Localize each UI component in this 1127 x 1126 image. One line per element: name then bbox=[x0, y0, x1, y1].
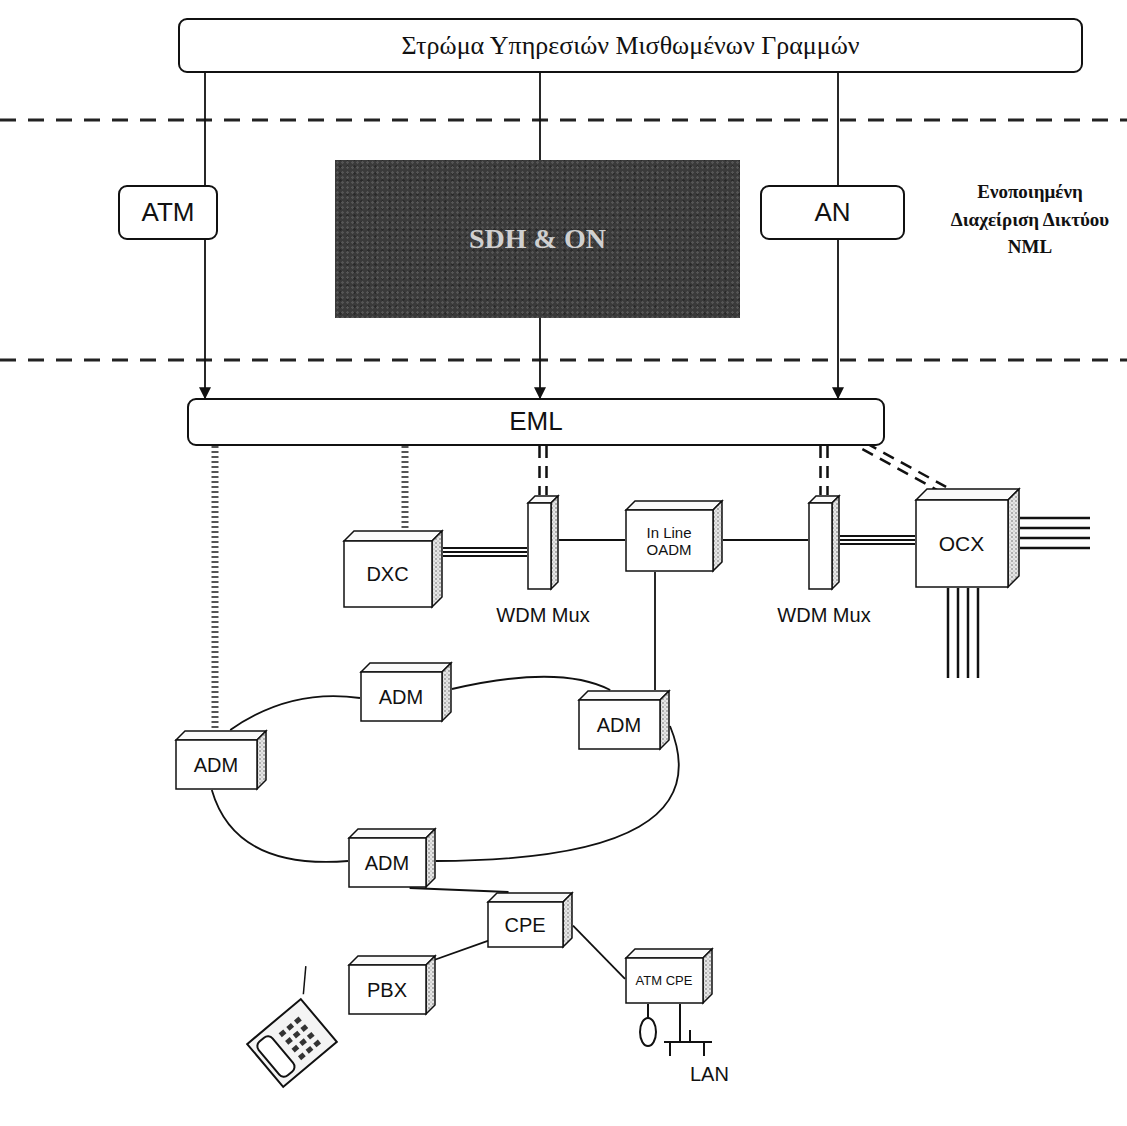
connector bbox=[838, 73, 839, 185]
box-face bbox=[527, 503, 551, 590]
connector bbox=[205, 73, 206, 185]
layer-box: ATM bbox=[118, 185, 218, 240]
connector bbox=[405, 446, 406, 530]
shaded-block: SDH & ON bbox=[335, 160, 740, 318]
network-label: LAN bbox=[690, 1062, 750, 1086]
connector bbox=[821, 446, 828, 495]
connector bbox=[559, 540, 625, 541]
atm-cpe-terminals bbox=[640, 1004, 712, 1056]
box-face: CPE bbox=[487, 902, 563, 948]
node-label: AN bbox=[806, 198, 858, 228]
equipment-box: DXC bbox=[343, 530, 443, 608]
equipment-box: CPE bbox=[487, 892, 573, 948]
node-label: WDM Mux bbox=[777, 604, 870, 627]
connector bbox=[410, 888, 509, 892]
equipment-box: ADM bbox=[348, 828, 436, 888]
equipment-box: ATM CPE bbox=[625, 948, 713, 1004]
layer-divider bbox=[0, 359, 1127, 362]
node-label: PBX bbox=[364, 979, 410, 1002]
equipment-box: In Line OADM bbox=[625, 500, 723, 572]
layer-box: Στρώμα Υπηρεσιών Μισθωμένων Γραμμών bbox=[178, 18, 1083, 73]
connector bbox=[838, 240, 839, 398]
node-label: EML bbox=[501, 407, 570, 437]
box-face: OCX bbox=[915, 500, 1008, 588]
node-label: SDH & ON bbox=[461, 223, 614, 255]
connector bbox=[723, 540, 808, 541]
box-outline bbox=[527, 495, 559, 590]
node-label: ADM bbox=[376, 686, 426, 709]
box-face: DXC bbox=[343, 541, 432, 608]
connector bbox=[212, 790, 348, 862]
connector bbox=[205, 240, 206, 398]
layer-divider bbox=[0, 119, 1127, 122]
node-label: ATM bbox=[134, 198, 203, 228]
equipment-box: ADM bbox=[175, 730, 267, 790]
connector bbox=[452, 677, 610, 690]
equipment-box: ADM bbox=[360, 662, 452, 722]
node-label: OCX bbox=[936, 532, 988, 556]
node-label: WDM Mux bbox=[496, 604, 589, 627]
box-face: ATM CPE bbox=[625, 958, 703, 1004]
equipment-box: OCX bbox=[915, 488, 1020, 588]
equipment-box: PBX bbox=[348, 955, 436, 1015]
connector bbox=[840, 536, 915, 544]
box-outline bbox=[808, 495, 840, 590]
box-face: ADM bbox=[360, 672, 442, 722]
connector bbox=[540, 318, 541, 398]
equipment-box: WDM Mux bbox=[808, 495, 840, 590]
box-face: ADM bbox=[578, 700, 660, 750]
node-label: DXC bbox=[363, 563, 411, 586]
node-label: Στρώμα Υπηρεσιών Μισθωμένων Γραμμών bbox=[393, 31, 867, 61]
box-face: ADM bbox=[175, 740, 257, 790]
node-label: ADM bbox=[362, 852, 412, 875]
equipment-box: WDM Mux bbox=[527, 495, 559, 590]
connector bbox=[540, 446, 547, 495]
node-label: CPE bbox=[501, 914, 548, 937]
connector bbox=[573, 926, 625, 979]
connector bbox=[655, 572, 656, 690]
node-label: ADM bbox=[594, 714, 644, 737]
connector bbox=[540, 73, 541, 160]
box-face: ADM bbox=[348, 838, 426, 888]
connector bbox=[230, 696, 360, 730]
layer-caption: Ενοποιημένη Διαχείριση Δικτύου NML bbox=[940, 178, 1120, 261]
layer-box: AN bbox=[760, 185, 905, 240]
box-face bbox=[808, 503, 832, 590]
node-label: ADM bbox=[191, 754, 241, 777]
connector bbox=[443, 548, 527, 556]
box-face: PBX bbox=[348, 965, 426, 1015]
connector bbox=[862, 443, 946, 493]
telephone-icon bbox=[233, 966, 356, 1087]
equipment-box: ADM bbox=[578, 690, 670, 750]
connector bbox=[215, 446, 216, 730]
layer-box: EML bbox=[187, 398, 885, 446]
box-face: In Line OADM bbox=[625, 510, 713, 572]
node-label: In Line OADM bbox=[625, 524, 713, 559]
node-label: ATM CPE bbox=[633, 974, 696, 989]
